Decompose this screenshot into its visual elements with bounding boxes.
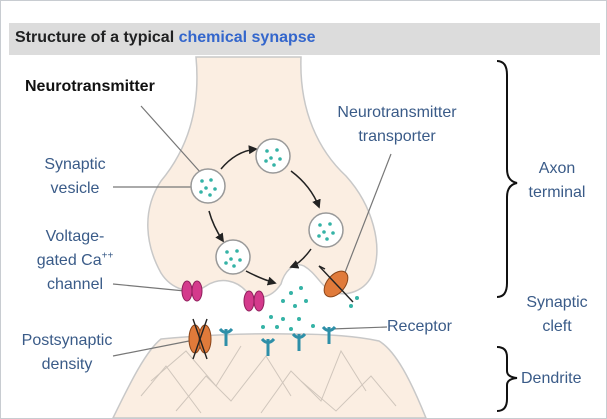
label-synaptic-vesicle: Synaptic vesicle xyxy=(39,153,111,201)
label-axon-line2: terminal xyxy=(517,181,597,205)
axon-terminal-shape xyxy=(148,57,377,297)
label-transporter-line1: Neurotransmitter xyxy=(319,101,475,125)
label-cleft-line1: Synaptic xyxy=(517,291,597,315)
synaptic-vesicle xyxy=(309,213,343,247)
label-cleft-line2: cleft xyxy=(517,315,597,339)
label-neurotransmitter: Neurotransmitter xyxy=(25,75,155,99)
label-voltage-line1: Voltage- xyxy=(21,225,129,249)
label-synaptic-cleft: Synaptic cleft xyxy=(517,291,597,339)
label-neurotransmitter-transporter: Neurotransmitter transporter xyxy=(319,101,475,149)
label-voltage-gated-channel: Voltage- gated Ca++ channel xyxy=(21,225,129,297)
label-axon-terminal: Axon terminal xyxy=(517,157,597,205)
label-postsynaptic-density: Postsynaptic density xyxy=(11,329,123,377)
synaptic-vesicle xyxy=(191,169,225,203)
label-voltage-superscript: ++ xyxy=(102,251,114,262)
axon-terminal-brace xyxy=(497,61,517,297)
label-axon-line1: Axon xyxy=(517,157,597,181)
synaptic-vesicle xyxy=(216,240,250,274)
label-transporter-line2: transporter xyxy=(319,125,475,149)
label-voltage-line2: gated Ca++ xyxy=(21,249,129,273)
label-synaptic-vesicle-line1: Synaptic xyxy=(39,153,111,177)
label-voltage-line2-text: gated Ca xyxy=(37,252,102,269)
label-dendrite: Dendrite xyxy=(521,367,581,391)
label-postsynaptic-line1: Postsynaptic xyxy=(11,329,123,353)
label-receptor: Receptor xyxy=(387,315,452,339)
dendrite-brace xyxy=(497,347,517,411)
label-postsynaptic-line2: density xyxy=(11,353,123,377)
label-voltage-line3: channel xyxy=(21,273,129,297)
label-synaptic-vesicle-line2: vesicle xyxy=(39,177,111,201)
synaptic-vesicle xyxy=(256,139,290,173)
